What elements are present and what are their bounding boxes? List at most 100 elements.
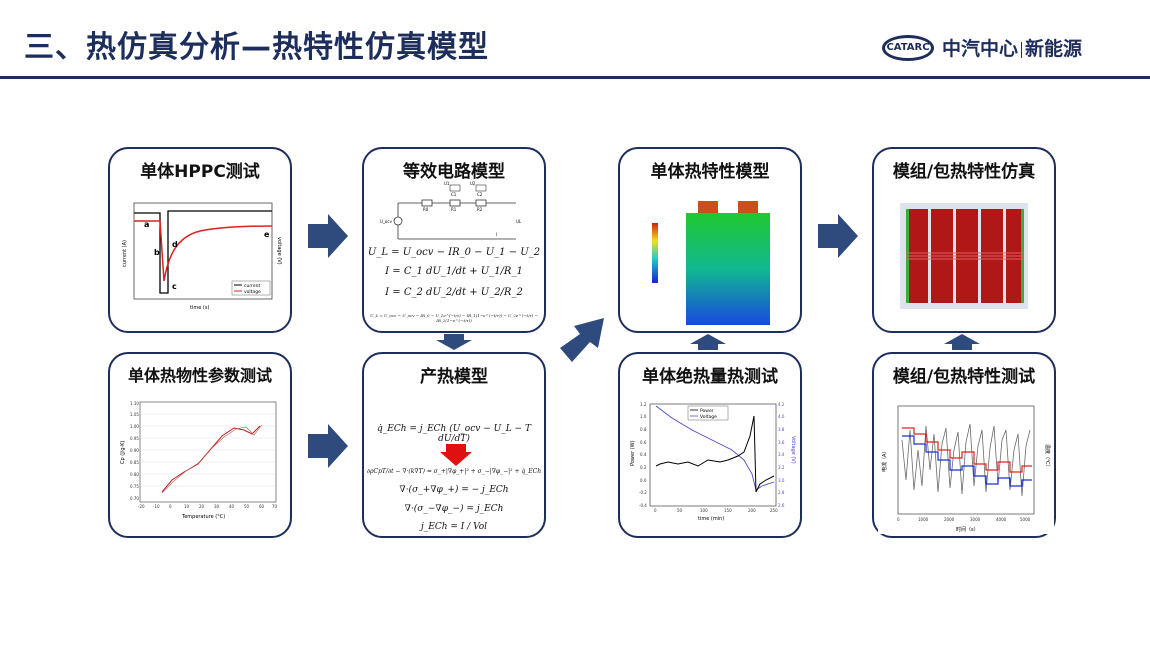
logo-mark: CATARC xyxy=(882,34,934,61)
x-tick: 4000 xyxy=(996,517,1007,522)
y-tick-labels-left: -0.4 -0.2 0.0 0.2 0.4 0.6 0.8 1.0 1.2 xyxy=(639,402,647,508)
logo-text: 中汽中心新能源 xyxy=(942,34,1082,61)
card-hppc-test: 单体HPPC测试 a b c d e current voltage time … xyxy=(108,147,292,333)
y-tick: 0.85 xyxy=(130,460,139,465)
diagonal-up-arrow-icon xyxy=(560,318,604,362)
x-axis-label: time (min) xyxy=(698,516,724,522)
x-tick: 0 xyxy=(897,517,900,522)
circuit-equation-3: I = C_2 dU_2/dt + U_2/R_2 xyxy=(385,287,523,298)
y-axis-label-left: 电流（A） xyxy=(881,449,888,472)
circuit-diagram: U_ocv R0 R1 R2 C1 C2 U1 U2 UL I xyxy=(376,181,536,245)
x-tick: 20 xyxy=(199,504,205,509)
heat-equation-4: ∇·(σ_−∇φ_−) = j_ECh xyxy=(404,504,504,514)
card-heat-generation-model: 产热模型 q̇_ECh = j_ECh (U_ocv − U_L − T dU/… xyxy=(362,352,546,538)
y-tick: 1.00 xyxy=(130,424,139,429)
y-tick: 2.8 xyxy=(778,490,785,495)
y-tick: 0.70 xyxy=(130,496,139,501)
y-axis-label-left: Power (W) xyxy=(630,440,636,466)
y-tick: -0.4 xyxy=(639,503,647,508)
x-tick: 60 xyxy=(259,504,265,509)
label-u2: U2 xyxy=(470,181,476,186)
module-thermal-simulation xyxy=(900,203,1028,309)
x-tick: 10 xyxy=(184,504,190,509)
hppc-chart: a b c d e current voltage time (s) curre… xyxy=(120,197,282,315)
module-test-chart: 时间（s） 电流（A） 温度（℃） 0 1000 2000 3000 4000 … xyxy=(878,400,1054,534)
card-title: 模组/包热特性仿真 xyxy=(892,162,1036,182)
cell-thermal-simulation xyxy=(630,197,792,327)
y-tick: 0.4 xyxy=(640,452,647,457)
y-tick: 2.6 xyxy=(778,503,785,508)
label-r0: R0 xyxy=(423,207,429,212)
card-title: 单体HPPC测试 xyxy=(140,162,260,182)
x-tick: 70 xyxy=(272,504,278,509)
y-tick: 1.2 xyxy=(640,402,647,407)
circuit-equation-1: U_L = U_ocv − IR_0 − U_1 − U_2 xyxy=(367,247,541,258)
label-u1: U1 xyxy=(444,181,450,186)
y-axis-label-right: voltage (V) xyxy=(276,237,282,265)
y-tick: 0.2 xyxy=(640,465,647,470)
x-tick: 3000 xyxy=(970,517,981,522)
label-ul: UL xyxy=(516,219,522,224)
x-tick-labels: 0 50 100 150 200 250 xyxy=(654,508,778,513)
y-axis-label-right: 温度（℃） xyxy=(1044,444,1051,470)
circuit-equation-4: U_L = U_ocv − U_ocv − IR_0 − U_1e^(−t/τ)… xyxy=(370,313,538,323)
x-tick: 150 xyxy=(724,508,732,513)
legend-voltage: voltage xyxy=(244,289,261,295)
x-axis-label: time (s) xyxy=(190,305,209,311)
y-axis-label-right: Voltage (V) xyxy=(790,436,796,464)
x-tick: -20 xyxy=(138,504,145,509)
card-equivalent-circuit: 等效电路模型 U_ocv R0 R1 R2 C1 C2 U1 U2 UL I U… xyxy=(362,147,546,333)
y-tick: 0.75 xyxy=(130,484,139,489)
logo-division: 新能源 xyxy=(1025,38,1083,60)
point-d: d xyxy=(172,240,178,249)
adiabatic-chart: Power Voltage time (min) Power (W) Volta… xyxy=(628,396,796,524)
card-thermophysical-test: 单体热物性参数测试 Temperature (°C) Cp (J/g·K) -2… xyxy=(108,352,292,538)
y-tick: -0.2 xyxy=(639,490,647,495)
x-tick: 200 xyxy=(748,508,756,513)
card-adiabatic-test: 单体绝热量热测试 Power Voltage time (min) Power … xyxy=(618,352,802,538)
y-tick: 0.8 xyxy=(640,427,647,432)
heat-equation-3: ∇·(σ_+∇φ_+) = − j_ECh xyxy=(399,485,509,495)
legend-power: Power xyxy=(700,408,714,414)
y-tick: 3.6 xyxy=(778,440,785,445)
card-module-test: 模组/包热特性测试 时间（s） 电流（A） 温度（℃） 0 1000 2000 … xyxy=(872,352,1056,538)
heat-equation-1: q̇_ECh = j_ECh (U_ocv − U_L − T dU/dT) xyxy=(377,424,531,444)
x-tick: 5000 xyxy=(1020,517,1031,522)
x-tick: 0 xyxy=(654,508,657,513)
label-r1: R1 xyxy=(451,207,457,212)
x-tick: 1000 xyxy=(918,517,929,522)
x-tick-labels: 0 1000 2000 3000 4000 5000 xyxy=(897,517,1031,522)
label-c1: C1 xyxy=(451,192,457,197)
y-tick: 0.90 xyxy=(130,448,139,453)
x-tick: 100 xyxy=(700,508,708,513)
x-tick: -10 xyxy=(153,504,160,509)
x-tick: 0 xyxy=(169,504,172,509)
y-tick: 4.0 xyxy=(778,414,785,419)
point-e: e xyxy=(264,230,270,239)
down-arrow-icon xyxy=(440,444,472,466)
legend-voltage: Voltage xyxy=(700,414,717,420)
card-title: 单体热特性模型 xyxy=(650,162,770,182)
cp-chart: Temperature (°C) Cp (J/g·K) -20 -10 0 10… xyxy=(118,396,284,522)
y-tick: 4.2 xyxy=(778,402,785,407)
y-tick: 3.2 xyxy=(778,465,785,470)
card-cell-thermal-model: 单体热特性模型 xyxy=(618,147,802,333)
point-c: c xyxy=(172,282,177,291)
y-tick: 1.10 xyxy=(130,401,139,406)
right-arrow-icon xyxy=(818,214,858,258)
label-r2: R2 xyxy=(477,207,483,212)
right-arrow-icon xyxy=(308,214,348,258)
label-c2: C2 xyxy=(477,192,483,197)
right-arrow-icon xyxy=(308,424,348,468)
x-tick: 250 xyxy=(770,508,778,513)
y-tick: 3.4 xyxy=(778,452,785,457)
y-tick: 0.80 xyxy=(130,472,139,477)
brand-logo: CATARC 中汽中心新能源 xyxy=(882,34,1082,61)
label-i: I xyxy=(496,232,497,237)
y-axis-label-left: current (A) xyxy=(122,240,128,267)
logo-org: 中汽中心 xyxy=(942,38,1019,60)
y-tick: 3.0 xyxy=(778,478,785,483)
heat-equation-2: ∂ρCpT/∂t − ∇·(k∇T) = σ_+|∇φ_+|² + σ_−|∇φ… xyxy=(366,468,542,475)
x-tick: 2000 xyxy=(944,517,955,522)
card-title: 模组/包热特性测试 xyxy=(892,367,1036,387)
